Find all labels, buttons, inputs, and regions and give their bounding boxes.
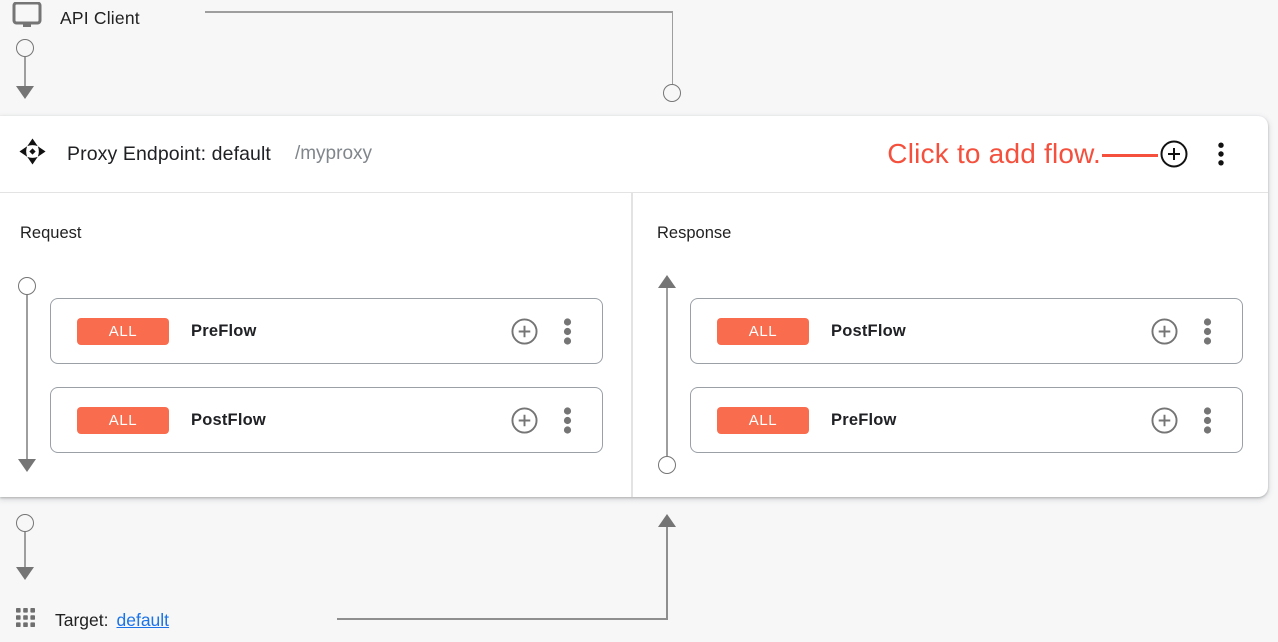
response-preflow-card[interactable]: ALL PreFlow — [690, 387, 1243, 453]
flow-menu-kebab-icon[interactable] — [563, 406, 572, 434]
target-default-link[interactable]: default — [116, 609, 170, 630]
request-entry-line — [24, 57, 26, 87]
connector-top-horizontal — [205, 11, 673, 13]
proxy-endpoint-header: Proxy Endpoint: default /myproxy Click t… — [0, 116, 1268, 193]
add-policy-button[interactable] — [1151, 317, 1178, 345]
request-flow-line — [26, 295, 28, 460]
target-return-horizontal — [337, 618, 668, 620]
target-entry-circle — [16, 514, 34, 532]
add-flow-button[interactable] — [1160, 140, 1188, 168]
response-flow-end-circle — [658, 456, 676, 474]
response-column-label: Response — [657, 224, 732, 242]
api-client: API Client — [12, 1, 140, 34]
request-response-divider — [631, 193, 633, 497]
flow-menu-kebab-icon[interactable] — [563, 317, 572, 345]
target-entry-line — [24, 532, 26, 568]
add-policy-button[interactable] — [1151, 406, 1178, 434]
annotation-pointer-line — [1102, 153, 1158, 157]
flow-name: PostFlow — [191, 410, 266, 429]
add-policy-button[interactable] — [511, 317, 538, 345]
condition-badge: ALL — [717, 406, 809, 434]
flow-menu-kebab-icon[interactable] — [1203, 406, 1212, 434]
target-return-vertical — [666, 527, 668, 620]
target-entry-arrow — [16, 567, 34, 580]
response-postflow-card[interactable]: ALL PostFlow — [690, 298, 1243, 364]
request-flow-arrow — [18, 459, 36, 472]
flow-name: PreFlow — [191, 321, 257, 340]
condition-badge: ALL — [77, 406, 169, 434]
proxy-endpoint-title: Proxy Endpoint: default — [67, 142, 271, 165]
flow-name: PreFlow — [831, 410, 897, 429]
response-flow-arrow — [658, 275, 676, 288]
condition-badge: ALL — [77, 317, 169, 345]
proxy-endpoint-icon — [18, 137, 47, 171]
connector-top-vertical — [671, 11, 673, 84]
request-column-label: Request — [20, 224, 82, 242]
target-row: Target: default — [16, 605, 169, 635]
request-preflow-card[interactable]: ALL PreFlow — [50, 298, 603, 364]
monitor-icon — [12, 1, 42, 34]
request-flow-start-circle — [18, 277, 36, 295]
grid-icon — [16, 608, 35, 632]
endpoint-menu-kebab-icon[interactable] — [1218, 142, 1224, 166]
target-return-arrow — [658, 514, 676, 527]
flow-menu-kebab-icon[interactable] — [1203, 317, 1212, 345]
response-flow-line — [666, 288, 668, 456]
connector-top-endpoint-circle — [663, 84, 681, 102]
request-entry-circle — [16, 39, 34, 57]
condition-badge: ALL — [717, 317, 809, 345]
api-client-label: API Client — [60, 7, 140, 28]
flow-name: PostFlow — [831, 321, 906, 340]
request-entry-arrow — [16, 86, 34, 99]
proxy-endpoint-basepath: /myproxy — [294, 143, 373, 164]
add-policy-button[interactable] — [511, 406, 538, 434]
target-label: Target: — [55, 609, 109, 630]
request-postflow-card[interactable]: ALL PostFlow — [50, 387, 603, 453]
click-to-add-flow-annotation: Click to add flow. — [887, 138, 1101, 169]
